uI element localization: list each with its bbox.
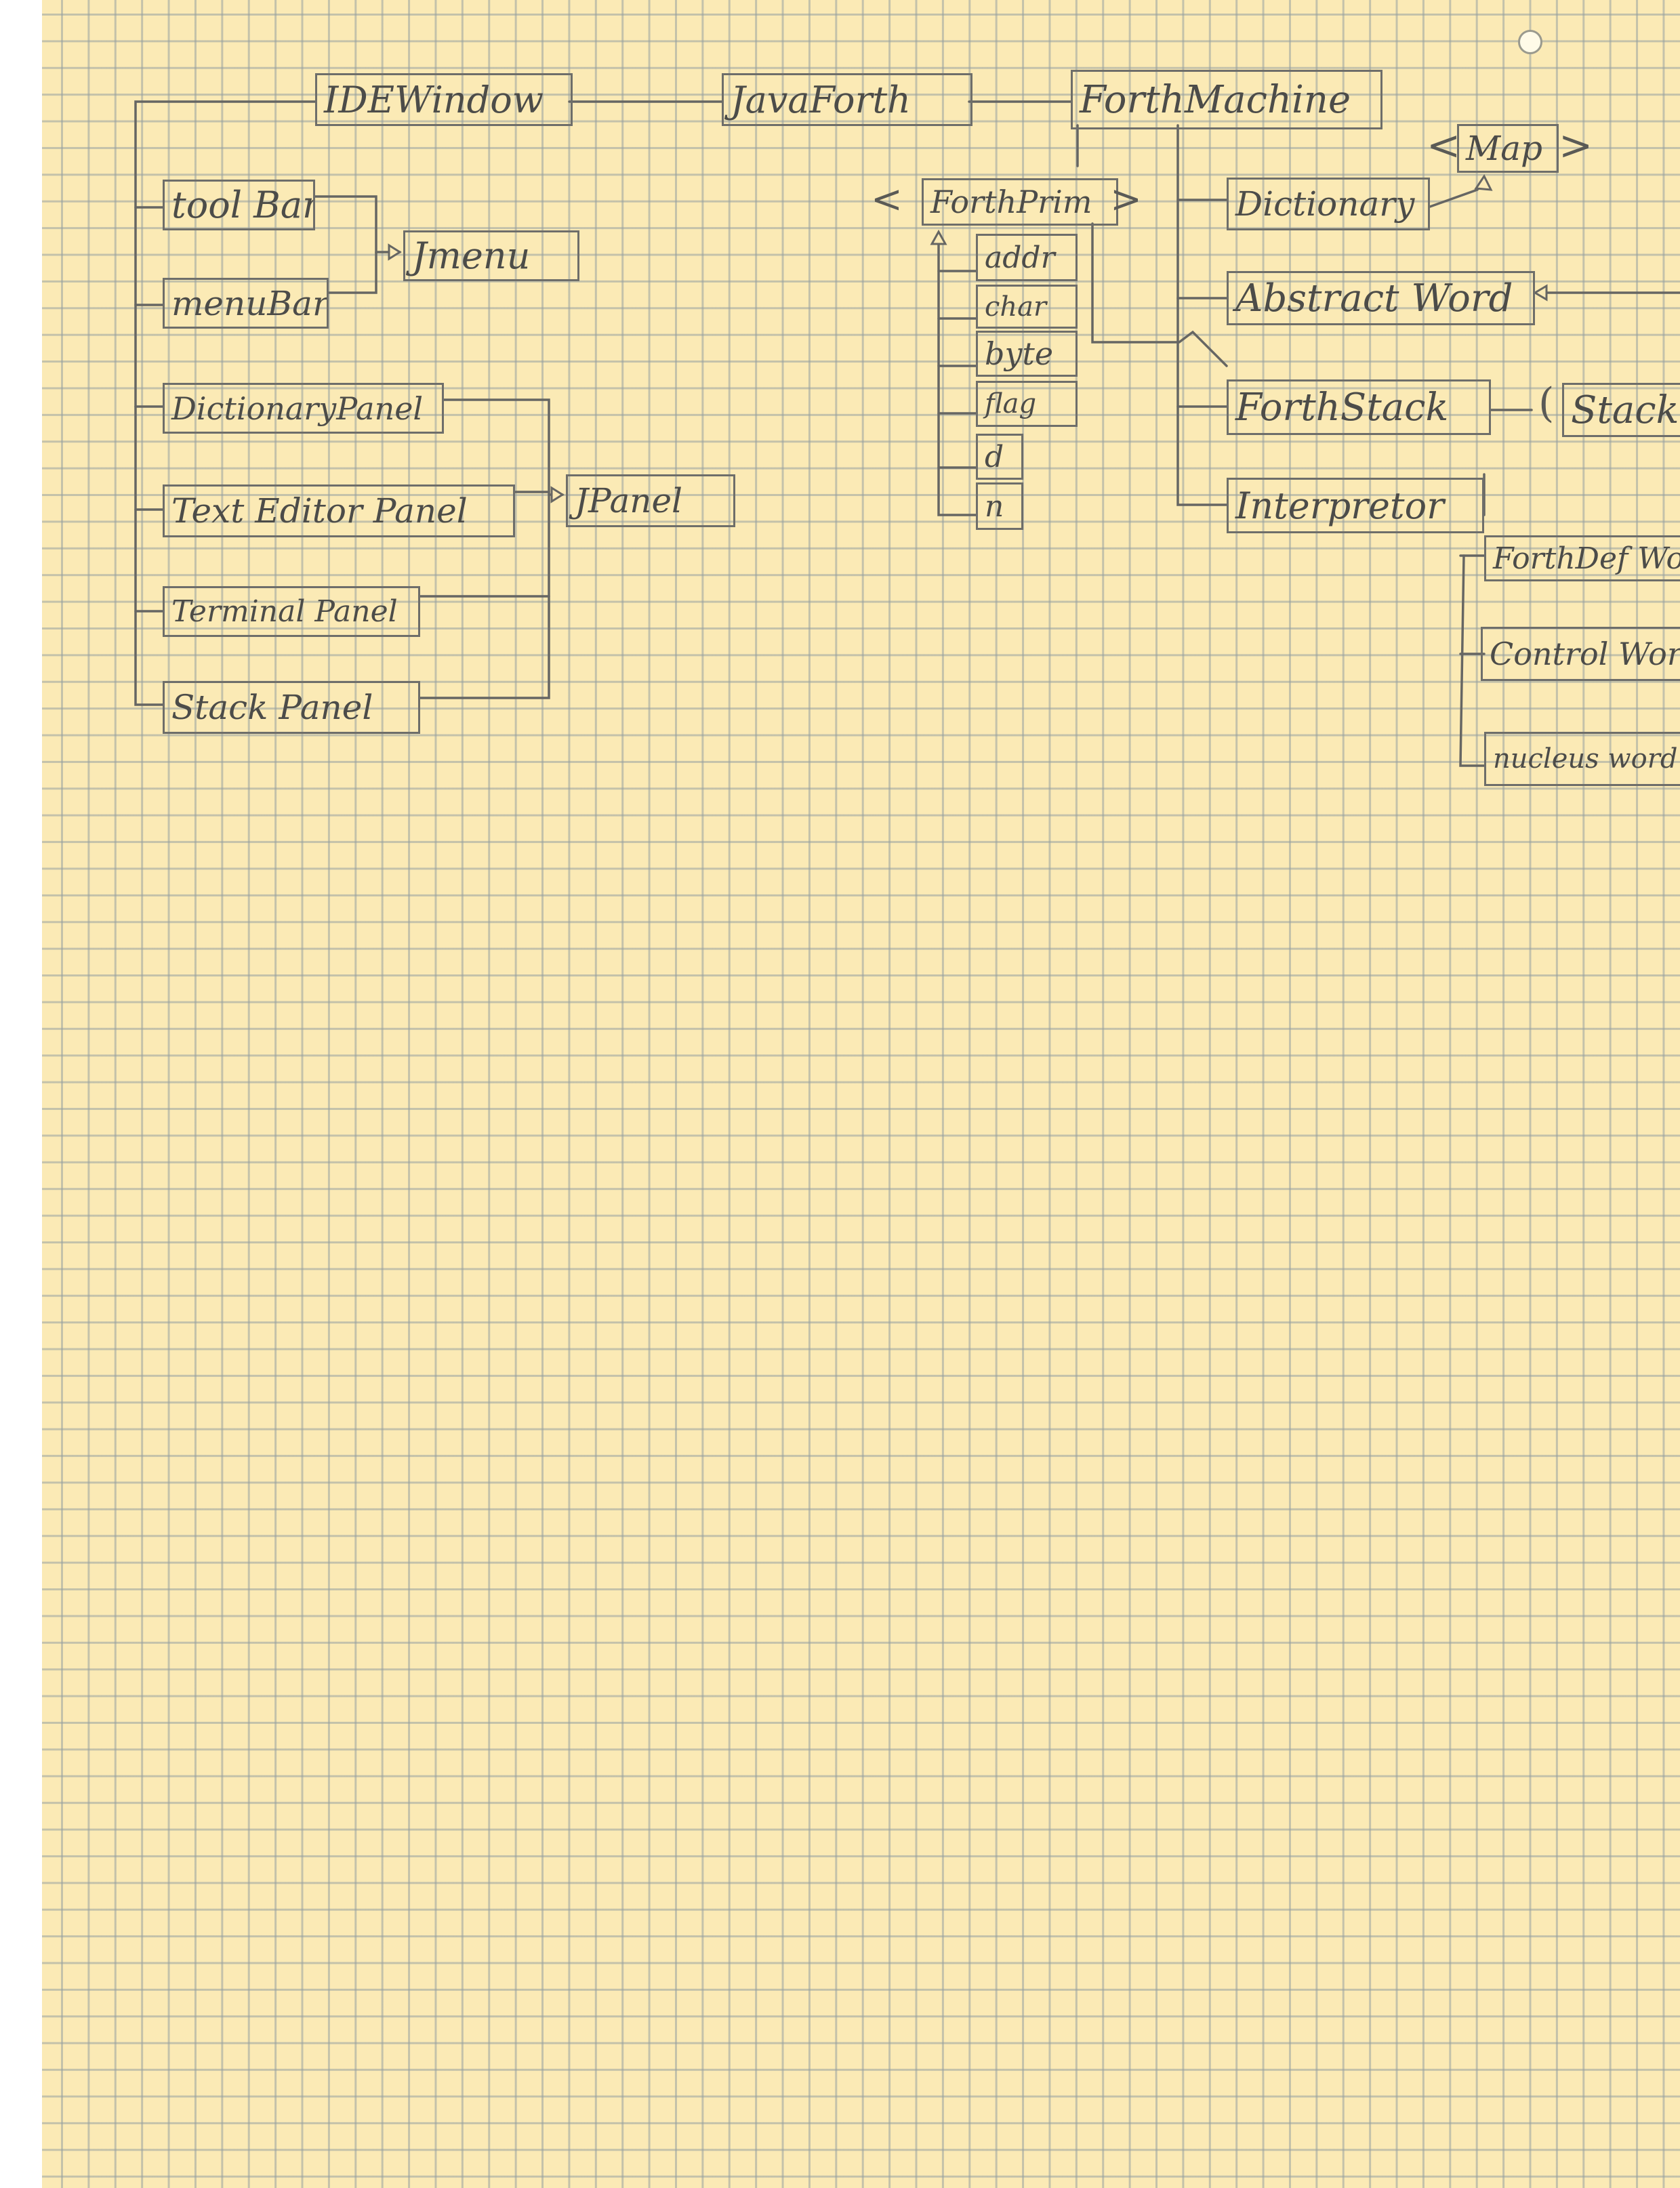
prim-d-box: d xyxy=(976,434,1023,480)
nucleus-word-label: nucleus word xyxy=(1493,743,1678,775)
interpretor-box: Interpretor xyxy=(1227,478,1484,533)
menu-bar-label: menuBar xyxy=(171,283,329,323)
stack-panel-box: Stack Panel xyxy=(163,681,420,734)
stack-bracket-left: ( xyxy=(1538,379,1555,427)
prim-byte-label: byte xyxy=(985,335,1054,372)
interface-bracket-right: > xyxy=(1110,178,1142,222)
forth-stack-box: ForthStack xyxy=(1227,379,1491,435)
dictionary-panel-label: DictionaryPanel xyxy=(171,390,424,427)
interpretor-label: Interpretor xyxy=(1235,484,1444,527)
prim-char-label: char xyxy=(985,291,1047,323)
control-word-box: Control Word xyxy=(1481,627,1680,681)
tool-bar-label: tool Bar xyxy=(171,184,315,226)
text-editor-panel-box: Text Editor Panel xyxy=(163,484,515,537)
map-box: Map xyxy=(1457,124,1559,173)
prim-addr-box: addr xyxy=(976,234,1078,281)
forth-def-word-box: ForthDef Wor xyxy=(1484,535,1680,581)
binder-hole xyxy=(1518,30,1542,54)
jmenu-box: Jmenu xyxy=(403,230,579,281)
abstract-word-label: Abstract Word xyxy=(1235,276,1513,321)
prim-flag-label: flag xyxy=(985,388,1037,419)
ide-window-label: IDEWindow xyxy=(324,78,544,121)
prim-flag-box: flag xyxy=(976,381,1078,427)
prim-n-label: n xyxy=(985,489,1004,524)
stack-box: Stack xyxy=(1562,383,1680,437)
prim-char-box: char xyxy=(976,285,1078,329)
java-forth-label: JavaForth xyxy=(731,78,911,121)
map-label: Map xyxy=(1466,129,1543,168)
graph-paper xyxy=(42,0,1680,2188)
prim-byte-box: byte xyxy=(976,331,1078,377)
nucleus-word-box: nucleus word xyxy=(1484,732,1680,786)
forth-prim-box: ForthPrim xyxy=(922,178,1118,226)
ide-window-box: IDEWindow xyxy=(315,73,573,126)
interface-bracket-left: < xyxy=(871,178,903,222)
menu-bar-box: menuBar xyxy=(163,278,329,329)
map-bracket-left: < xyxy=(1427,122,1461,169)
java-forth-box: JavaForth xyxy=(722,73,972,126)
dictionary-box: Dictionary xyxy=(1227,178,1430,230)
forth-machine-box: ForthMachine xyxy=(1071,70,1382,129)
tool-bar-box: tool Bar xyxy=(163,180,315,230)
terminal-panel-label: Terminal Panel xyxy=(171,594,398,629)
forth-machine-label: ForthMachine xyxy=(1080,77,1351,122)
prim-d-label: d xyxy=(985,439,1004,474)
forth-prim-label: ForthPrim xyxy=(930,184,1092,220)
text-editor-panel-label: Text Editor Panel xyxy=(171,491,468,531)
dictionary-panel-box: DictionaryPanel xyxy=(163,383,444,434)
jpanel-box: JPanel xyxy=(566,474,735,527)
prim-addr-label: addr xyxy=(985,240,1055,275)
prim-n-box: n xyxy=(976,482,1023,530)
map-bracket-right: > xyxy=(1559,122,1593,169)
control-word-label: Control Word xyxy=(1490,636,1680,672)
jpanel-label: JPanel xyxy=(575,481,683,520)
forth-def-word-label: ForthDef Wor xyxy=(1493,541,1680,576)
stack-panel-label: Stack Panel xyxy=(171,688,373,727)
jmenu-label: Jmenu xyxy=(412,234,531,277)
terminal-panel-box: Terminal Panel xyxy=(163,586,420,637)
stack-label: Stack xyxy=(1571,388,1679,432)
forth-stack-label: ForthStack xyxy=(1235,385,1449,430)
dictionary-label: Dictionary xyxy=(1235,184,1415,224)
abstract-word-box: Abstract Word xyxy=(1227,271,1535,325)
